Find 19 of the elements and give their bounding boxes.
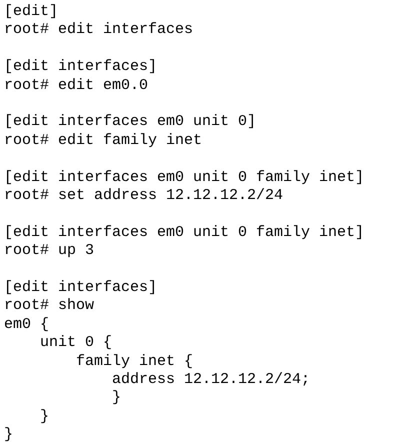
config-line: em0 { bbox=[4, 316, 50, 334]
command-line: root# edit em0.0 bbox=[4, 76, 148, 95]
command-line: root# edit interfaces bbox=[4, 21, 194, 40]
context-line: [edit] bbox=[4, 3, 58, 21]
command-line: root# set address 12.12.12.2/24 bbox=[4, 187, 284, 205]
config-line: } bbox=[112, 389, 122, 408]
context-line: [edit interfaces em0 unit 0 family inet] bbox=[4, 168, 364, 187]
config-line: address 12.12.12.2/24; bbox=[112, 371, 310, 389]
config-line: } bbox=[4, 426, 14, 442]
context-line: [edit interfaces em0 unit 0 family inet] bbox=[4, 224, 364, 242]
command-line: root# edit family inet bbox=[4, 132, 202, 150]
command-line: root# up 3 bbox=[4, 242, 94, 260]
config-line: unit 0 { bbox=[40, 334, 112, 352]
context-line: [edit interfaces em0 unit 0] bbox=[4, 113, 256, 132]
command-line: root# show bbox=[4, 297, 94, 316]
config-line: } bbox=[40, 408, 50, 426]
context-line: [edit interfaces] bbox=[4, 58, 158, 76]
context-line: [edit interfaces] bbox=[4, 279, 158, 297]
config-line: family inet { bbox=[76, 352, 194, 371]
